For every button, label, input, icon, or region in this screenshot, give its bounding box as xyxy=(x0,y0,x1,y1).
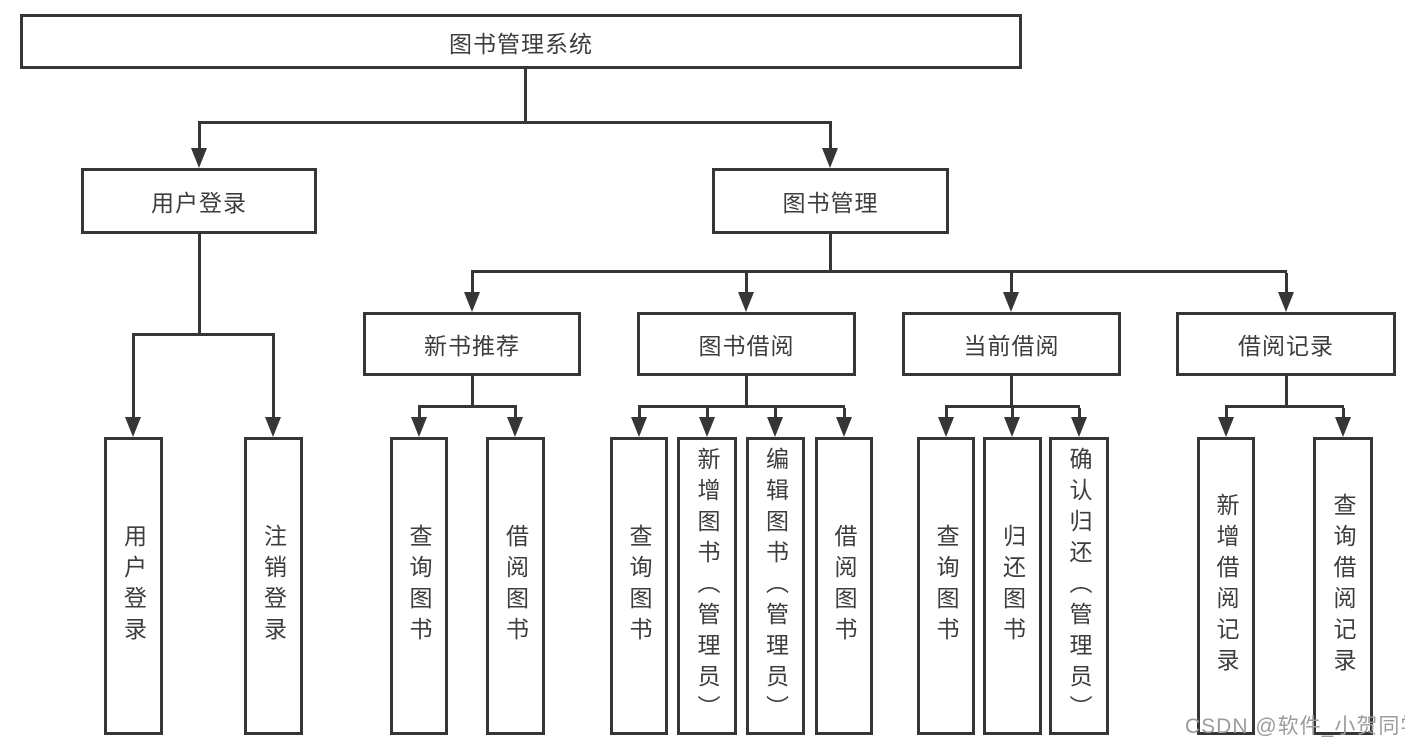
connector-line xyxy=(1285,376,1288,406)
connector-line xyxy=(1078,408,1081,422)
connector-line xyxy=(471,270,1287,273)
node-leaf-logout: 注销登录 xyxy=(244,437,303,735)
connector-line xyxy=(524,69,527,122)
arrowhead-icon xyxy=(767,417,783,437)
arrowhead-icon xyxy=(464,292,480,312)
arrowhead-icon xyxy=(836,417,852,437)
node-leaf-edit-book: 编辑图书（管理员） xyxy=(746,437,805,735)
arrowhead-icon xyxy=(1335,417,1351,437)
node-label: 编辑图书（管理员） xyxy=(762,446,789,726)
connector-line xyxy=(471,376,474,406)
arrowhead-icon xyxy=(265,417,281,437)
connector-line xyxy=(638,408,641,422)
node-label: 用户登录 xyxy=(151,190,247,216)
connector-line xyxy=(945,408,948,422)
node-leaf-query-book-3: 查询图书 xyxy=(917,437,975,735)
node-label: 图书借阅 xyxy=(698,333,795,359)
arrowhead-icon xyxy=(1071,417,1087,437)
connector-line xyxy=(638,405,845,408)
connector-line xyxy=(198,121,832,124)
connector-line xyxy=(829,124,832,152)
node-label: 注销登录 xyxy=(260,524,287,648)
arrowhead-icon xyxy=(411,417,427,437)
node-label: 当前借阅 xyxy=(963,333,1060,359)
node-leaf-borrow-book-2: 借阅图书 xyxy=(815,437,873,735)
connector-line xyxy=(1010,273,1013,296)
arrowhead-icon xyxy=(125,417,141,437)
arrowhead-icon xyxy=(699,417,715,437)
node-leaf-query-book-2: 查询图书 xyxy=(610,437,668,735)
connector-line xyxy=(514,408,517,422)
connector-line xyxy=(1225,408,1228,422)
node-label: 借阅记录 xyxy=(1238,333,1334,359)
node-label: 借阅图书 xyxy=(831,524,857,648)
connector-line xyxy=(1285,273,1288,296)
node-leaf-borrow-book-1: 借阅图书 xyxy=(486,437,545,735)
node-leaf-add-record: 新增借阅记录 xyxy=(1197,437,1255,735)
connector-line xyxy=(198,124,201,152)
node-leaf-user-login: 用户登录 xyxy=(104,437,163,735)
node-label: 新书推荐 xyxy=(424,333,520,359)
arrowhead-icon xyxy=(191,148,207,168)
node-book-management: 图书管理 xyxy=(712,168,949,234)
node-current-borrow: 当前借阅 xyxy=(902,312,1121,376)
arrowhead-icon xyxy=(1218,417,1234,437)
node-label: 新增图书（管理员） xyxy=(694,446,720,726)
connector-line xyxy=(1010,376,1013,406)
node-label: 图书管理 xyxy=(782,190,879,216)
connector-line xyxy=(745,376,748,406)
connector-line xyxy=(272,336,275,421)
node-root: 图书管理系统 xyxy=(20,14,1022,69)
node-label: 图书管理系统 xyxy=(449,30,593,57)
connector-line xyxy=(471,273,474,296)
node-leaf-confirm-return: 确认归还（管理员） xyxy=(1049,437,1109,735)
arrowhead-icon xyxy=(1003,292,1019,312)
connector-line xyxy=(132,333,275,336)
node-leaf-add-book: 新增图书（管理员） xyxy=(677,437,737,735)
connector-line xyxy=(418,405,517,408)
connector-line xyxy=(1225,405,1344,408)
arrowhead-icon xyxy=(1278,292,1294,312)
node-borrow-records: 借阅记录 xyxy=(1176,312,1396,376)
node-label: 用户登录 xyxy=(120,524,147,648)
connector-line xyxy=(945,405,1080,408)
node-leaf-return-book: 归还图书 xyxy=(983,437,1042,735)
node-new-book-rec: 新书推荐 xyxy=(363,312,581,376)
connector-line xyxy=(706,408,709,422)
connector-line xyxy=(745,273,748,296)
connector-line xyxy=(198,234,201,334)
arrowhead-icon xyxy=(938,417,954,437)
node-user-login: 用户登录 xyxy=(81,168,317,234)
arrowhead-icon xyxy=(631,417,647,437)
node-label: 借阅图书 xyxy=(502,524,529,648)
node-leaf-query-book-1: 查询图书 xyxy=(390,437,448,735)
connector-line xyxy=(843,408,846,422)
node-label: 归还图书 xyxy=(999,524,1026,648)
arrowhead-icon xyxy=(507,417,523,437)
arrowhead-icon xyxy=(738,292,754,312)
arrowhead-icon xyxy=(1004,417,1020,437)
arrowhead-icon xyxy=(822,148,838,168)
node-label: 确认归还（管理员） xyxy=(1066,446,1092,726)
node-book-borrow: 图书借阅 xyxy=(637,312,856,376)
connector-line xyxy=(418,408,421,422)
node-label: 查询图书 xyxy=(933,524,959,648)
node-label: 查询图书 xyxy=(406,524,432,648)
node-label: 新增借阅记录 xyxy=(1213,493,1239,679)
connector-line xyxy=(1011,408,1014,422)
node-leaf-query-record: 查询借阅记录 xyxy=(1313,437,1373,735)
csdn-watermark: CSDN @软件_小贺同学 xyxy=(1185,715,1405,738)
connector-line xyxy=(774,408,777,422)
node-label: 查询借阅记录 xyxy=(1330,493,1356,679)
connector-line xyxy=(829,234,832,271)
connector-line xyxy=(1342,408,1345,422)
connector-line xyxy=(132,336,135,421)
node-label: 查询图书 xyxy=(626,524,652,648)
